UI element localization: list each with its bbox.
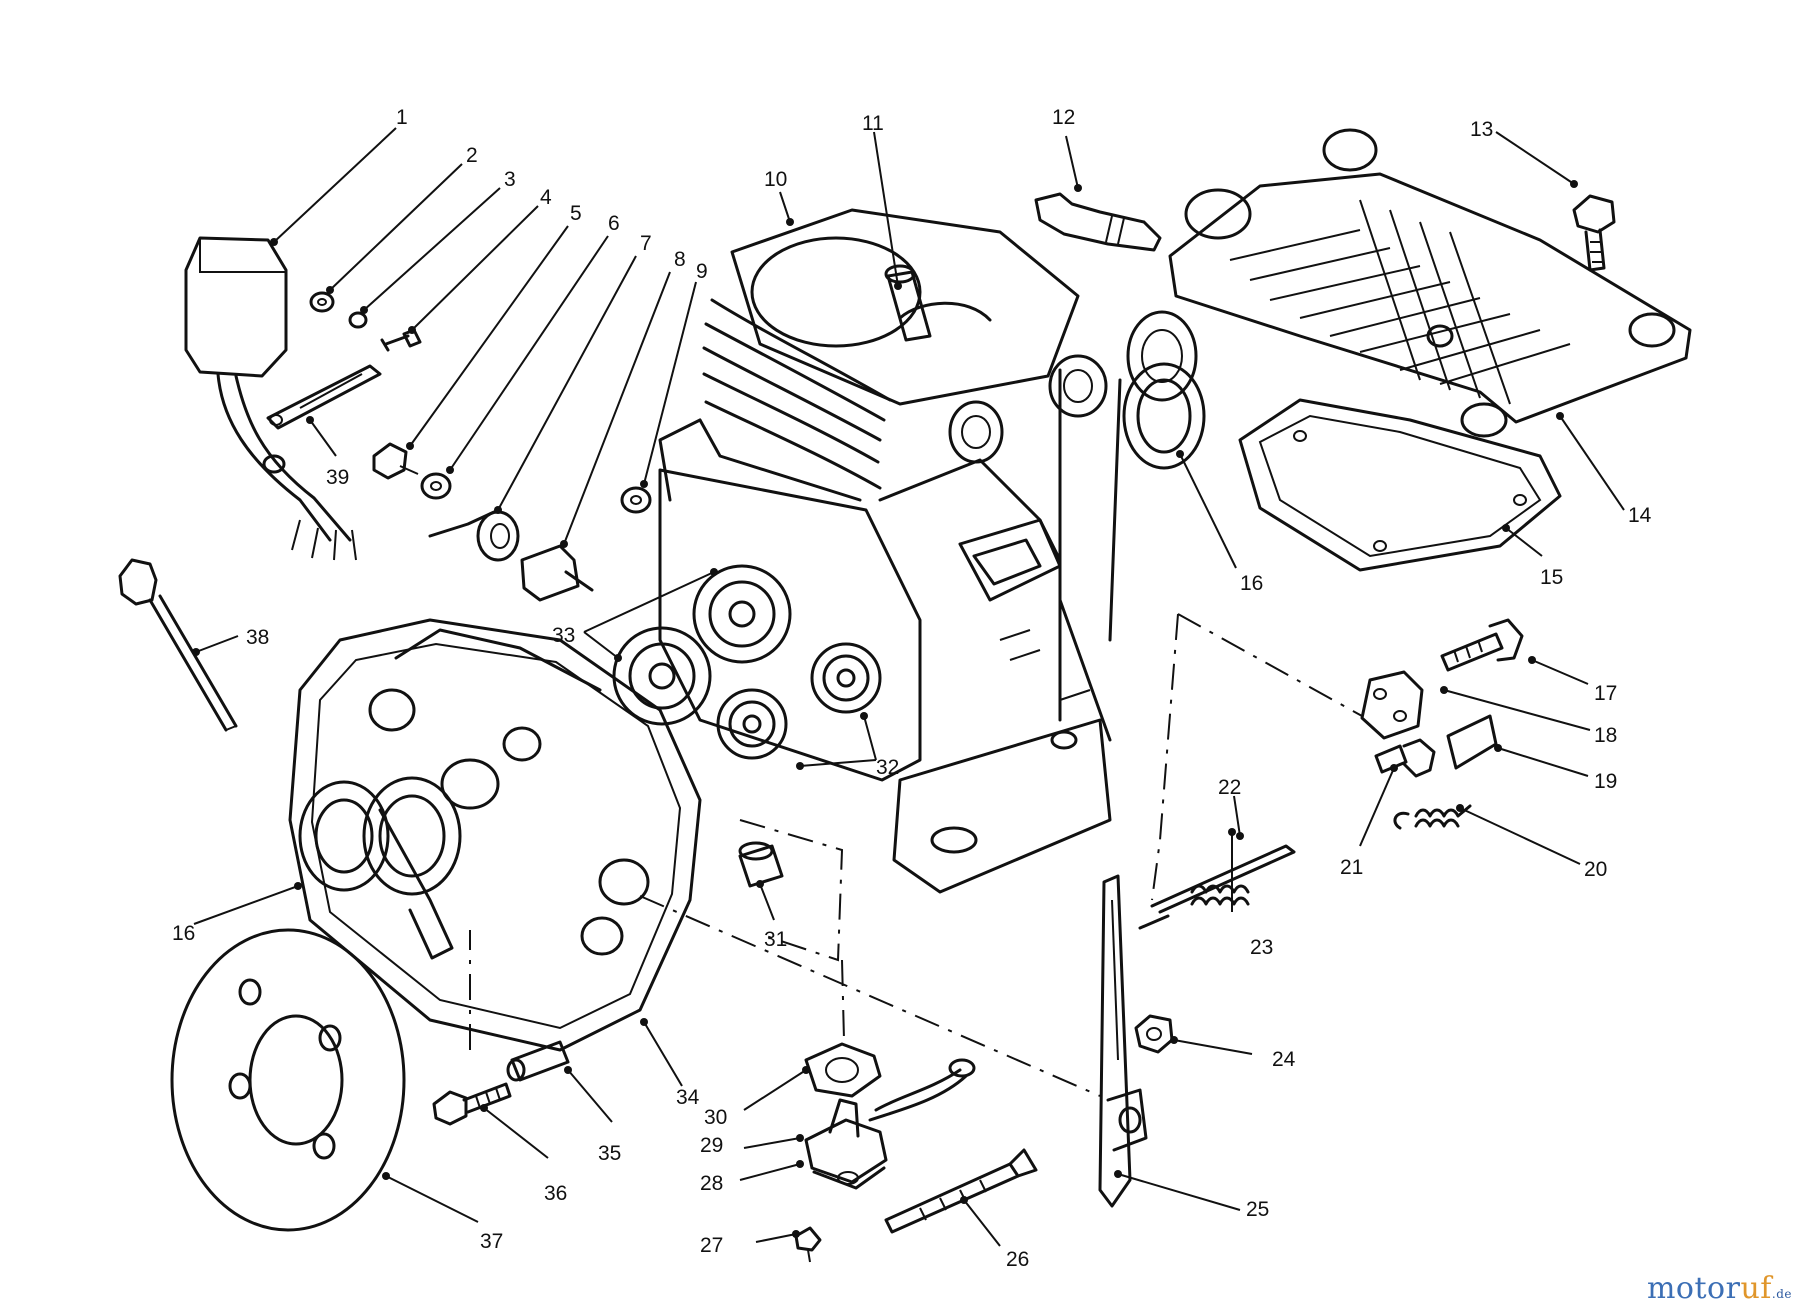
callout-33: 33 (552, 624, 575, 647)
callout-6: 6 (608, 212, 620, 235)
part-3-lock-washer (348, 311, 368, 329)
part-37-flywheel-plate (170, 928, 406, 1232)
part-14-cylinder-head (1168, 128, 1692, 438)
callout-7: 7 (640, 232, 652, 255)
part-11-valve (884, 264, 932, 342)
part-16-oil-seal-lower (298, 780, 390, 892)
part-20-spring (1393, 804, 1472, 830)
part-6-washer (420, 472, 452, 500)
part-35-pin (506, 1040, 570, 1082)
part-25-governor-arm (1098, 874, 1148, 1208)
part-29-oil-pressure-switch (804, 1058, 976, 1184)
part-19-plate (1446, 714, 1498, 770)
callout-14: 14 (1628, 504, 1652, 527)
callout-22: 22 (1218, 776, 1241, 799)
part-39-strap (266, 364, 382, 430)
callout-36: 36 (544, 1182, 567, 1205)
callout-3: 3 (504, 168, 516, 191)
watermark-logo: motoruf.de (1647, 1271, 1792, 1306)
callout-29: 29 (700, 1134, 723, 1157)
callout-24: 24 (1272, 1048, 1296, 1071)
callout-10: 10 (764, 168, 787, 191)
callout-2: 2 (466, 144, 478, 167)
callout-16-lower: 16 (172, 922, 195, 945)
leader-lines (192, 127, 1625, 1247)
alignment-lines (469, 613, 1363, 1097)
part-9-gasket (620, 486, 652, 514)
part-24-nut (1134, 1014, 1174, 1054)
watermark-text-2: uf (1740, 1271, 1772, 1306)
callout-34: 34 (676, 1086, 700, 1109)
part-30-gasket (804, 1042, 882, 1098)
part-10-cylinder-block (658, 208, 1198, 894)
part-32-small-bearings (716, 642, 882, 760)
callout-4: 4 (540, 186, 552, 209)
callout-38: 38 (246, 626, 269, 649)
callout-30: 30 (704, 1106, 727, 1129)
watermark-text-3: .de (1771, 1287, 1792, 1301)
callout-26: 26 (1006, 1248, 1029, 1271)
part-26-cable-tie (884, 1148, 1038, 1234)
part-27-screw (794, 1226, 822, 1263)
callout-37: 37 (480, 1230, 503, 1253)
part-33-bearings (612, 564, 792, 726)
callout-9: 9 (696, 260, 708, 283)
part-15-head-gasket (1238, 398, 1562, 572)
part-7-lever (428, 510, 520, 562)
callout-18: 18 (1594, 724, 1617, 747)
callout-5: 5 (570, 202, 582, 225)
part-28-switch-base (812, 1166, 886, 1190)
part-34-crankcase-cover (288, 618, 702, 1052)
part-8-fitting (520, 544, 594, 602)
callout-17: 17 (1594, 682, 1617, 705)
part-2-washer (309, 291, 335, 313)
part-1-regulator-box (184, 236, 357, 561)
callout-13: 13 (1470, 118, 1493, 141)
part-22-governor-rod (1138, 844, 1296, 930)
callout-19: 19 (1594, 770, 1617, 793)
callout-31: 31 (764, 928, 787, 951)
part-5-bolt (372, 442, 419, 480)
callout-16-upper: 16 (1240, 572, 1263, 595)
part-16-oil-seal-upper (1122, 362, 1206, 470)
part-36-bolt (432, 1082, 512, 1126)
callout-35: 35 (598, 1142, 621, 1165)
callout-25: 25 (1246, 1198, 1269, 1221)
callout-labels: 1 2 3 4 5 6 7 8 9 10 11 12 13 14 15 16 1… (172, 106, 1652, 1271)
callout-23: 23 (1250, 936, 1273, 959)
callout-32: 32 (876, 756, 899, 779)
callout-11: 11 (862, 112, 884, 135)
callout-39: 39 (326, 466, 349, 489)
part-12-spark-plug (1034, 192, 1162, 252)
callout-8: 8 (674, 248, 686, 271)
part-31-dowel-pin (738, 841, 784, 888)
part-21-bolt (1374, 738, 1436, 778)
callout-28: 28 (700, 1172, 723, 1195)
callout-20: 20 (1584, 858, 1607, 881)
callout-15: 15 (1540, 566, 1563, 589)
part-38-dipstick (118, 558, 238, 732)
callout-27: 27 (700, 1234, 723, 1257)
callout-12: 12 (1052, 106, 1075, 129)
callout-21: 21 (1340, 856, 1363, 879)
callout-1: 1 (396, 106, 408, 129)
part-17-bolt (1440, 618, 1524, 672)
watermark-text-1: motor (1646, 1271, 1741, 1306)
part-13-bolt (1572, 194, 1616, 272)
part-18-bracket (1360, 670, 1424, 740)
part-23-spring (1190, 884, 1250, 906)
